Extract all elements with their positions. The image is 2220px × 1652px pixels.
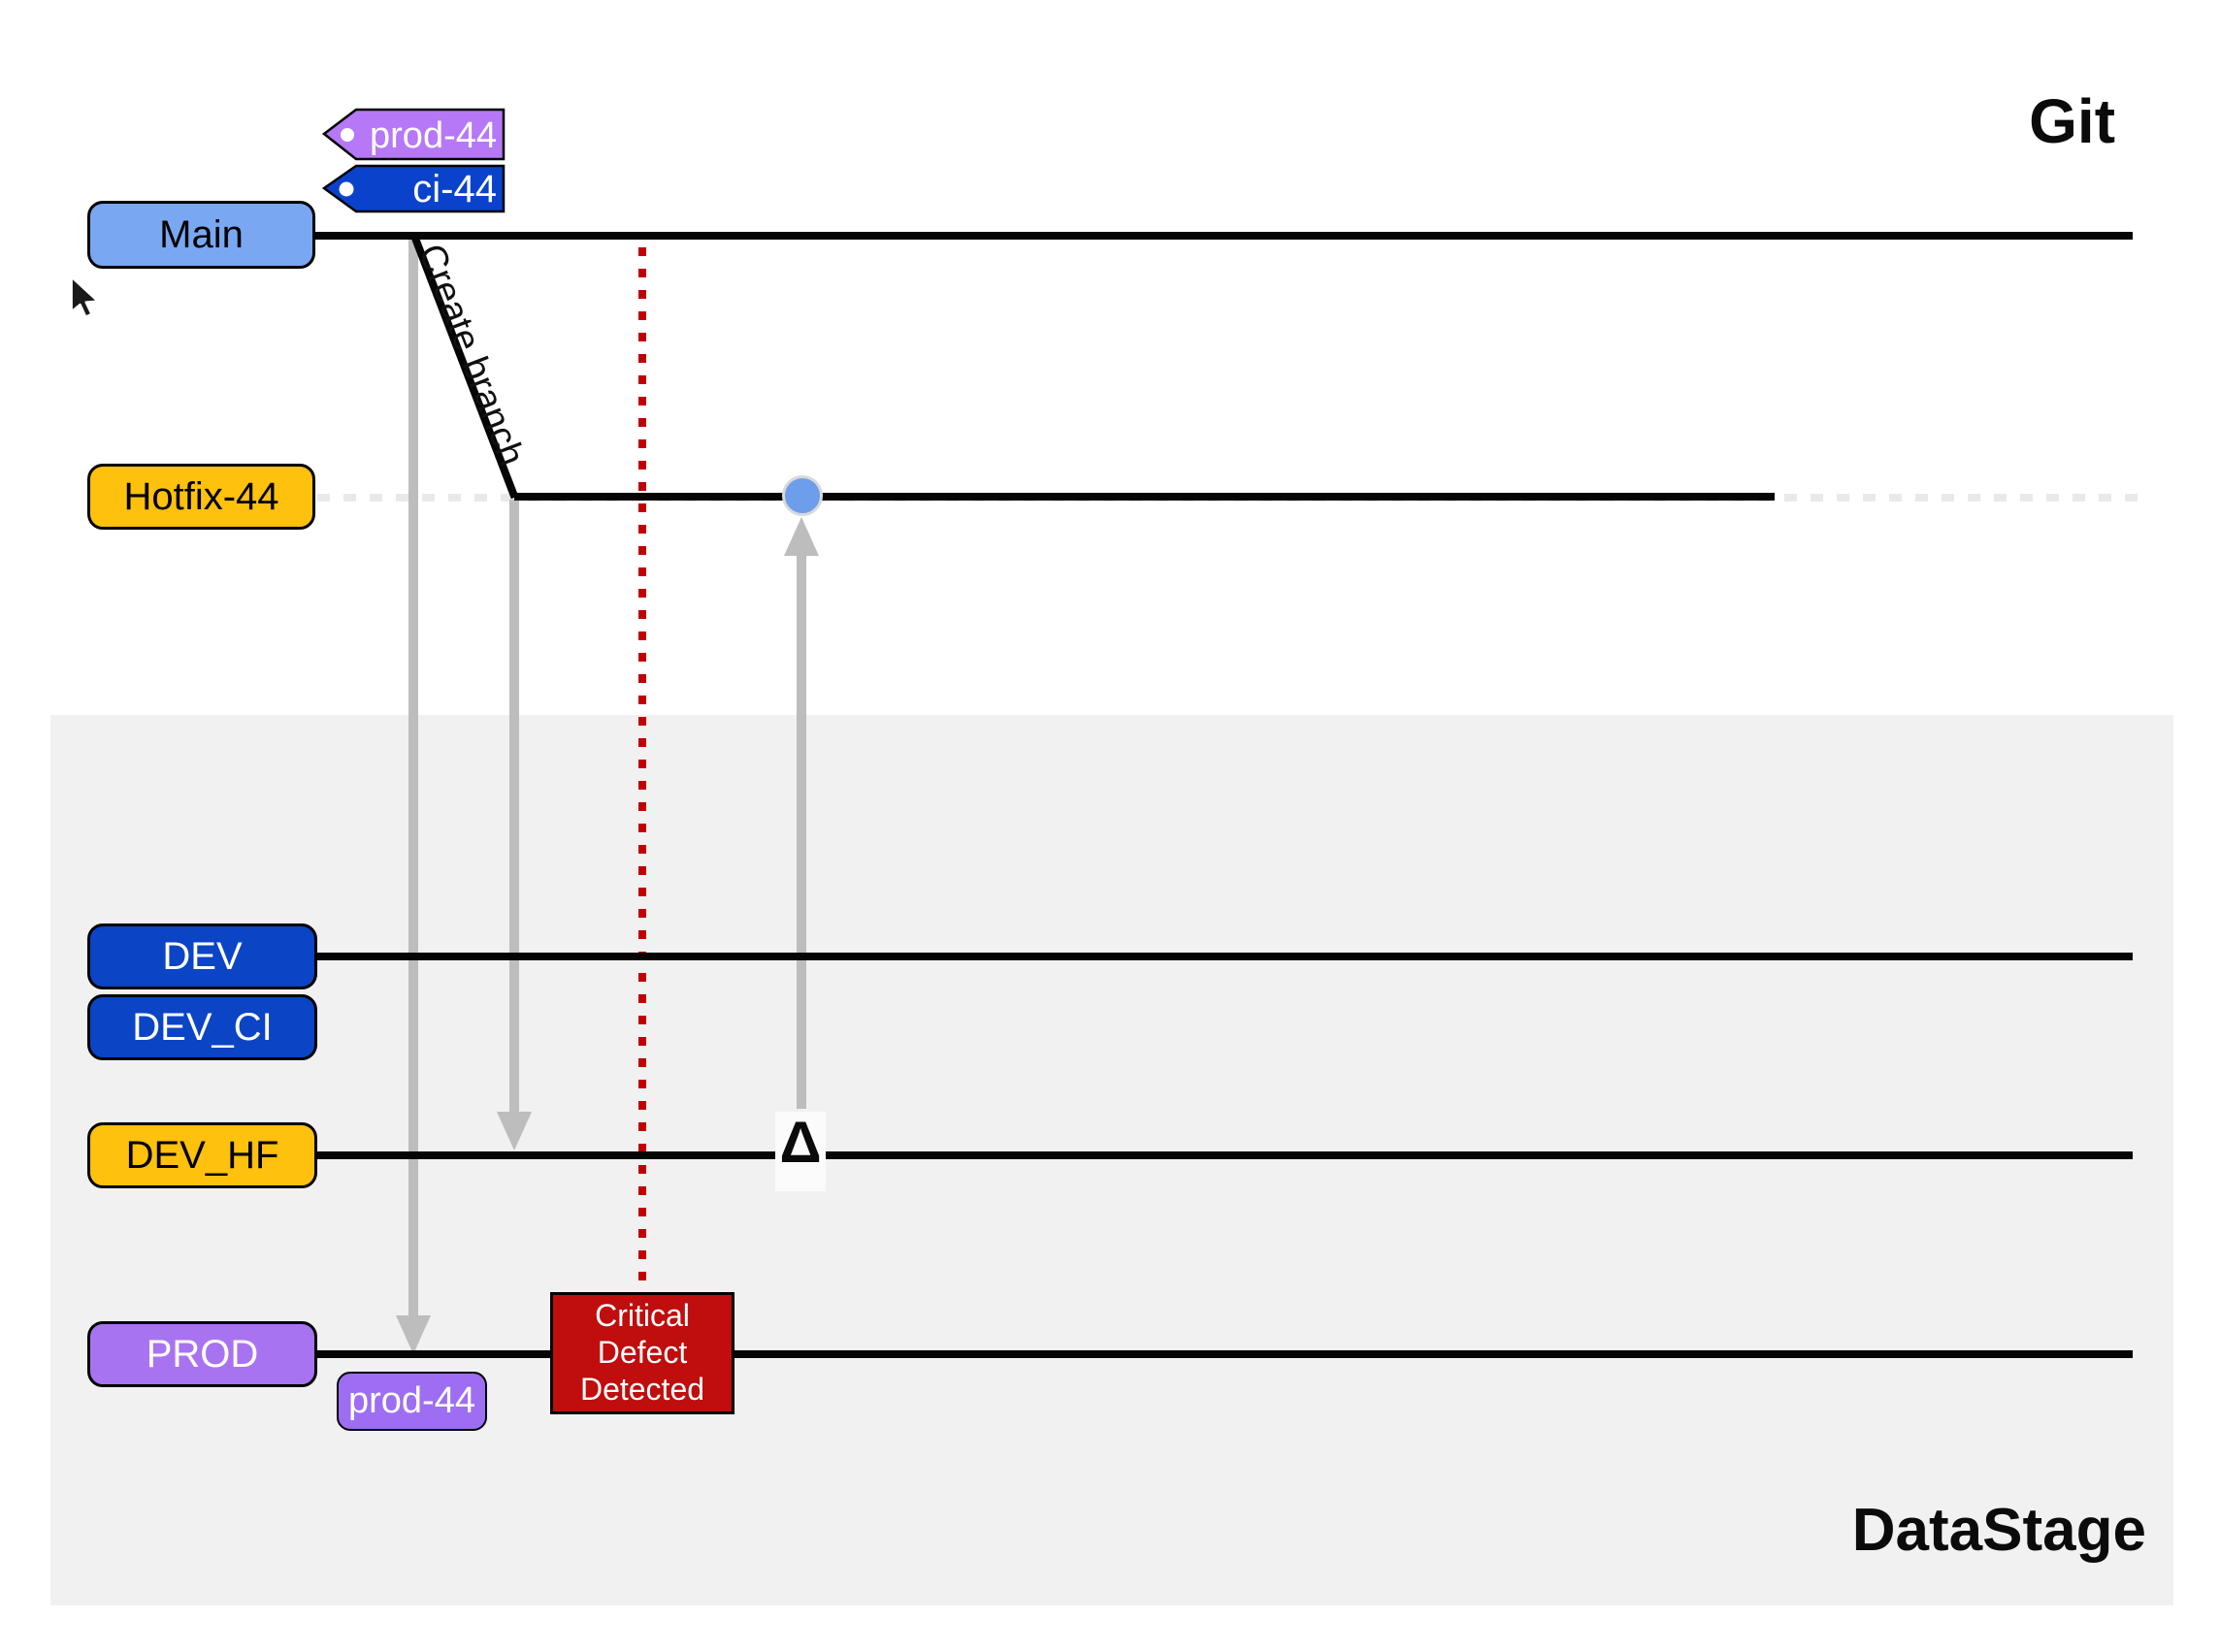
defect-line-2: Defect [597, 1335, 688, 1371]
devhf-env-line [316, 1151, 2133, 1159]
dev-env-node: DEV [87, 923, 317, 989]
ci-44-tag-flag: ci-44 [321, 164, 506, 213]
prod-44-tag-shape [321, 108, 506, 161]
critical-defect-box: Critical Defect Detected [550, 1292, 735, 1414]
tag-bullet-dot [341, 128, 354, 142]
deploy-arrow-main-to-prod-line [408, 240, 418, 1315]
hotfix-branch-node: Hotfix-44 [87, 464, 315, 530]
deploy-arrow-hotfix-to-devhf-line [509, 500, 519, 1112]
defect-line-1: Critical [595, 1298, 690, 1334]
prod-44-tag-label: prod-44 [370, 115, 497, 156]
dev-hf-env-label: DEV_HF [125, 1133, 279, 1177]
hotfix-branch-label: Hotfix-44 [123, 474, 279, 518]
delta-marker-backdrop [775, 1112, 826, 1191]
datastage-panel [50, 715, 2173, 1605]
create-branch-label: Create branch [409, 239, 533, 471]
main-branch-node: Main [87, 201, 315, 269]
prod-44-deploy-tag: prod-44 [337, 1372, 487, 1431]
prod-44-deploy-tag-label: prod-44 [348, 1380, 475, 1421]
prod-env-label: PROD [146, 1332, 259, 1376]
dev-hf-env-node: DEV_HF [87, 1122, 317, 1188]
mouse-cursor-icon [70, 275, 100, 318]
commit-arrow-devhf-to-hotfix-line [797, 556, 806, 1109]
ci-44-tag-label: ci-44 [412, 168, 497, 211]
delta-change-marker: Δ [779, 1110, 822, 1175]
main-branch-label: Main [159, 212, 244, 256]
deploy-arrow-hotfix-to-devhf-head [497, 1112, 532, 1150]
datastage-section-title: DataStage [1851, 1497, 2146, 1564]
git-section-title: Git [2029, 86, 2115, 156]
prod-env-node: PROD [87, 1321, 317, 1387]
hotfix-commit-dot [782, 475, 823, 516]
dev-env-line [317, 953, 2133, 960]
commit-arrow-devhf-to-hotfix-head [784, 517, 819, 556]
deploy-arrow-main-to-prod-head [396, 1315, 431, 1354]
defect-dotted-line [638, 247, 646, 1292]
prod-env-line [316, 1350, 2133, 1358]
defect-line-3: Detected [579, 1371, 705, 1407]
hotfix-branch-line [514, 493, 1775, 501]
cursor-arrow-shape [70, 275, 100, 318]
ci-44-tag-shape [321, 164, 506, 213]
prod-44-tag-flag: prod-44 [321, 108, 506, 161]
main-branch-line [315, 232, 2133, 240]
dev-ci-env-label: DEV_CI [132, 1005, 273, 1049]
dev-env-label: DEV [162, 934, 243, 978]
tag-bullet-dot [339, 181, 354, 197]
dev-ci-env-node: DEV_CI [87, 994, 317, 1060]
